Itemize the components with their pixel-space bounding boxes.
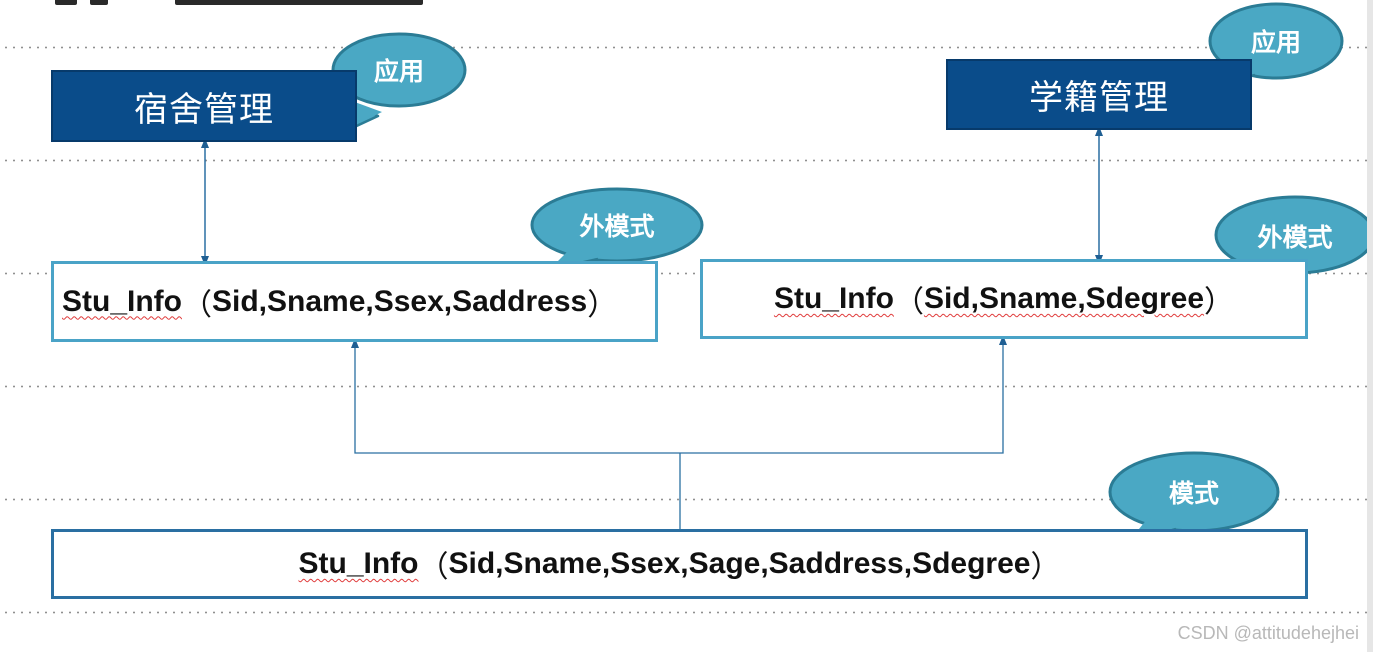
external-schema-right: Stu_Info （ Sid,Sname,Sdegree ）	[700, 259, 1308, 339]
bubble-schema: 模式	[1110, 459, 1278, 525]
conceptual-close-paren: ）	[1030, 550, 1061, 585]
external-right-fields: Sid,Sname,Sdegree	[923, 282, 1205, 315]
app-label-dorm: 宿舍管理	[134, 89, 274, 130]
bubble-schema-text: 模式	[1168, 479, 1219, 508]
bubble-external-left-text: 外模式	[579, 212, 655, 241]
conceptual-name: Stu_Info	[298, 547, 419, 580]
bubble-app-left: 应用	[333, 38, 465, 102]
csdn-watermark: CSDN @attitudehejhei	[1177, 623, 1359, 643]
app-label-registry: 学籍管理	[1029, 78, 1169, 118]
mapping-to-right-external	[680, 335, 1007, 454]
cropped-slide-title	[55, 0, 430, 8]
bubble-external-right-text: 外模式	[1257, 223, 1333, 252]
right-edge-scrollbar[interactable]	[1367, 0, 1373, 652]
app-box-student-registry: 学籍管理	[946, 59, 1252, 130]
conceptual-open-paren: （	[418, 550, 449, 585]
app-box-dorm-management: 宿舍管理	[51, 70, 357, 142]
external-right-close-paren: ）	[1204, 285, 1235, 320]
external-schema-left: Stu_Info （ Sid,Sname,Ssex,Saddress ）	[51, 261, 658, 342]
external-right-name: Stu_Info	[773, 282, 894, 315]
conceptual-schema-box: Stu_Info （ Sid,Sname,Ssex,Sage,Saddress,…	[51, 529, 1308, 599]
external-left-name: Stu_Info	[62, 284, 182, 318]
external-right-open-paren: （	[893, 285, 924, 320]
external-left-close-paren: ）	[587, 287, 618, 323]
external-left-fields: Sid,Sname,Ssex,Saddress	[212, 284, 588, 318]
bubble-external-right: 外模式	[1216, 203, 1373, 269]
bubble-app-right: 应用	[1210, 9, 1342, 73]
bubble-app-left-text: 应用	[373, 57, 424, 86]
conceptual-fields: Sid,Sname,Ssex,Sage,Saddress,Sdegree	[448, 547, 1031, 580]
bubble-app-right-text: 应用	[1250, 28, 1301, 57]
bubble-external-left: 外模式	[532, 193, 702, 257]
mapping-to-left-external	[351, 338, 680, 454]
external-left-open-paren: （	[182, 287, 212, 323]
